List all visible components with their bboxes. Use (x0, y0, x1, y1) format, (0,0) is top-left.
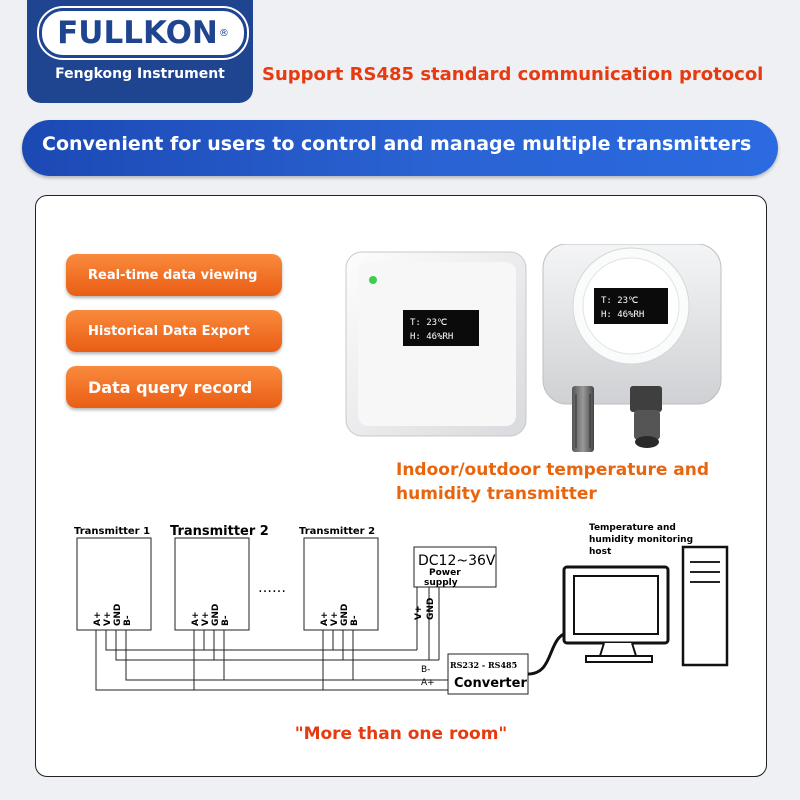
feature-query-record: Data query record (66, 366, 282, 408)
power-supply-box (413, 546, 497, 588)
wiring-diagram: Transmitter 1 Transmitter 2 Transmitter … (74, 523, 729, 695)
bus-label-b: B- (421, 665, 430, 675)
outdoor-humidity-readout: H: 46%RH (601, 310, 644, 320)
cable-gland (630, 386, 662, 412)
converter-box (447, 653, 529, 695)
main-panel: Real-time data viewing Historical Data E… (35, 195, 767, 777)
banner: Convenient for users to control and mana… (22, 120, 778, 176)
t2-terminal-b: B- (221, 615, 231, 626)
transmitter-1-label: Transmitter 1 (74, 526, 150, 537)
computer-tower-icon (681, 545, 729, 667)
t2-terminal-a: A+ (191, 611, 201, 626)
transmitter-3-label: Transmitter 2 (299, 526, 375, 537)
device-illustration: T: 23℃ H: 46%RH T: 23℃ H: 46%RH (345, 244, 722, 452)
t1-terminal-v: V+ (103, 611, 113, 626)
t1-terminal-a: A+ (93, 611, 103, 626)
host-caption-line1: Temperature and (589, 523, 676, 533)
sensor-probe (572, 386, 594, 452)
t2-terminal-gnd: GND (211, 604, 221, 626)
host-caption-line3: host (589, 547, 612, 557)
brand-subtitle: Fengkong Instrument (55, 66, 225, 82)
feature-history-export: Historical Data Export (66, 310, 282, 352)
outdoor-screen (594, 288, 668, 324)
converter-label: Converter (454, 676, 527, 691)
transmitter-3-box (303, 537, 379, 631)
bus-label-a: A+ (421, 678, 435, 688)
power-caption-line1: Power (429, 568, 461, 578)
power-caption-line2: supply (424, 578, 458, 588)
t1-terminal-b: B- (123, 615, 133, 626)
t3-terminal-a: A+ (320, 611, 330, 626)
power-voltage-label: DC12~36V (418, 553, 496, 569)
brand-logo-block: FULLKON® Fengkong Instrument (27, 0, 253, 103)
power-terminal-v: V+ (414, 605, 424, 620)
transmitter-1-box (76, 537, 152, 631)
footer-tagline: "More than one room" (294, 724, 508, 744)
converter-title: RS232 - RS485 (450, 660, 517, 670)
transmitter-2-label: Transmitter 2 (170, 524, 269, 539)
product-caption: Indoor/outdoor temperature and humidity … (396, 460, 710, 504)
indoor-transmitter: T: 23℃ H: 46%RH (345, 251, 527, 437)
banner-text: Convenient for users to control and mana… (42, 133, 752, 155)
t3-terminal-v: V+ (330, 611, 340, 626)
indoor-screen (403, 310, 479, 346)
power-terminal-gnd: GND (426, 598, 436, 620)
protocol-headline: Support RS485 standard communication pro… (262, 64, 764, 85)
t1-terminal-gnd: GND (113, 604, 123, 626)
brand-logo: FULLKON® (39, 8, 247, 58)
outdoor-temp-readout: T: 23℃ (601, 296, 638, 306)
indoor-temp-readout: T: 23℃ (410, 318, 447, 328)
status-led (369, 276, 377, 284)
indoor-humidity-readout: H: 46%RH (410, 332, 453, 342)
registered-mark: ® (218, 27, 229, 39)
host-caption-line2: humidity monitoring (589, 535, 693, 545)
t3-terminal-gnd: GND (340, 604, 350, 626)
t3-terminal-b: B- (350, 615, 360, 626)
feature-realtime: Real-time data viewing (66, 254, 282, 296)
brand-name: FULLKON (57, 15, 218, 51)
transmitter-2-box (174, 537, 250, 631)
t2-terminal-v: V+ (201, 611, 211, 626)
ellipsis: …… (258, 580, 286, 596)
outdoor-transmitter: T: 23℃ H: 46%RH (542, 244, 722, 452)
